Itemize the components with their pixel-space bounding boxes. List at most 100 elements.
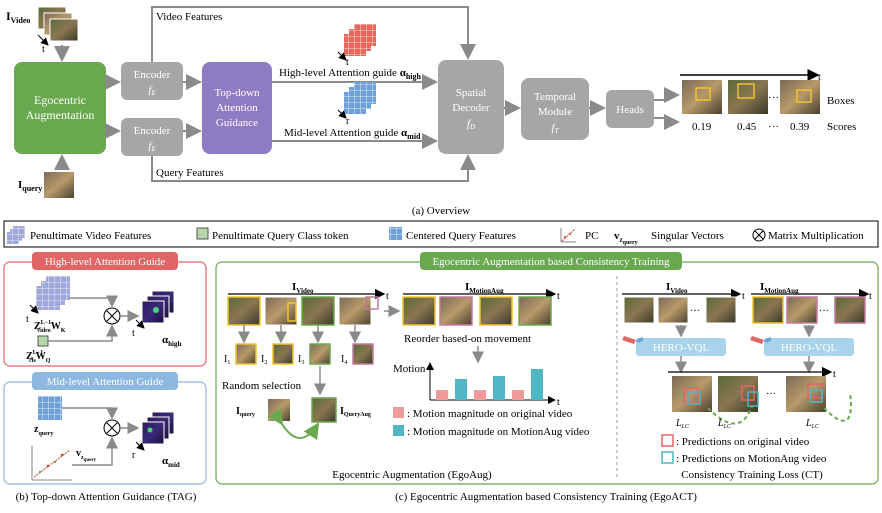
egoaug-imotion: IMotionAug [465,281,504,295]
iqueryaug-image [311,397,337,423]
iquery-label: Iquery [236,406,255,418]
legend-original-text: : Motion magnitude on original video [407,408,573,420]
mid-matrix-mult-icon [103,419,121,437]
pred-orig-text: : Predictions on original video [676,436,810,448]
motion-x-label: t [557,397,560,408]
overview-caption: (a) Overview [412,205,470,217]
ct-pred-t: t [833,369,836,380]
ct-motion-frames [752,296,866,324]
encoder-top-fn: fE [148,84,156,97]
ct-pred-dots: ··· [766,389,776,400]
hero-vql-left-label: HERO-VQL [653,342,709,354]
query-image-label: Iquery [18,179,42,193]
legend-motionaug-swatch [393,425,404,436]
egoact-title-bg [420,252,682,270]
crop-label-3: I3 [298,354,304,366]
heads-block [606,90,654,128]
motion-bar-motionaug-6 [531,369,543,400]
pred-aug-swatch [661,451,674,464]
iquery-image [268,399,290,421]
output-t: t [818,72,821,83]
motion-bar-original-3 [474,390,486,400]
egoaug-ivideo: IVideo [292,281,314,295]
zquery-label: zquery [34,424,53,437]
output-dots: ··· [768,92,779,104]
llc-arc-2 [823,391,852,422]
pred-aug-text: : Predictions on MotionAug video [676,453,827,465]
motion-bar-original-5 [512,390,524,400]
legend-centered-query: Centered Query Features [406,230,516,242]
boxes-label: Boxes [827,95,855,107]
mid-level-title: Mid-level Attention Guide [47,376,164,388]
query-image [44,172,74,198]
matrix-mult-icon [752,228,766,242]
legend-original-swatch [393,407,404,418]
motion-bar-chart [426,362,556,404]
temporal-fn: fT [552,122,560,135]
high-t: t [346,57,349,68]
temporal-line2: Module [538,106,572,118]
ct-motion-dots: ··· [819,306,829,317]
video-features-icon [7,226,25,244]
ct-video-t: t [742,291,745,302]
tag-line2: Attention [216,102,258,114]
legend-class-token: Penultimate Query Class token [212,230,349,242]
tag-line3: Guidance [216,117,258,129]
output-frames [682,80,820,114]
ct-motion-t: t [869,291,872,302]
consistency-arc [267,407,320,441]
llc-label-2: LLC [717,418,732,430]
mid-attention-grid-icon [337,82,376,119]
legend-video-features: Penultimate Video Features [30,230,151,242]
ct-video-frames [623,296,737,324]
video-features-label: Video Features [156,11,222,23]
centered-query-icon [389,227,402,240]
motion-bar-original-1 [436,390,448,400]
alpha-high-label: αhigh [162,334,181,348]
encoder-top-label: Encoder [134,69,171,81]
encoder-bottom-fn: fE [148,140,156,153]
pc-icon [560,228,576,243]
crop-label-4: I4 [341,354,347,366]
alpha-high-t: t [132,328,135,339]
input-video-stack: IVideo t [6,6,79,55]
mid-guide-label: Mid-level Attention guide αmid [284,127,421,141]
high-guide-label: High-level Attention guide αhigh [279,67,422,81]
legend-motionaug-text: : Motion magnitude on MotionAug video [407,426,590,438]
egoaug-video-frames [227,296,379,326]
ct-label: Consistency Training Loss (CT) [681,469,823,481]
input-video-t: t [42,44,45,55]
mid-level-title-bg [32,372,178,390]
score-4: 0.39 [790,121,810,133]
centered-query-grid [38,396,62,420]
ct-ivideo: IVideo [666,281,688,295]
spatial-decoder-block [438,60,504,154]
heads-label: Heads [616,104,644,116]
spatial-line2: Decoder [452,102,490,114]
llc-label-3: LLC [805,418,820,430]
egoact-panel [215,261,879,485]
llc-label-1: LLC [675,418,690,430]
cls-token-icon [37,335,49,347]
ct-video-dots: ··· [690,306,700,317]
reorder-label: Reorder based-on movement [404,333,531,345]
ct-imotion: IMotionAug [760,281,799,295]
egoaug-video-t: t [386,291,389,302]
score-1: 0.19 [692,121,712,133]
class-token-icon [196,227,209,240]
high-matrix-mult-icon [103,307,121,325]
pred-orig-swatch [661,434,674,447]
high-t: t [26,314,29,325]
llc-arc-1 [707,405,753,425]
spatial-line1: Spatial [456,87,487,99]
temporal-line1: Temporal [534,91,576,103]
ego-aug-line2: Augmentation [26,108,95,122]
spatial-fn: fD [467,118,475,131]
alpha-mid-label: αmid [162,455,180,469]
motion-bar-motionaug-4 [493,376,505,400]
encoder-top-block [121,62,183,100]
egoaug-crops [235,343,374,365]
